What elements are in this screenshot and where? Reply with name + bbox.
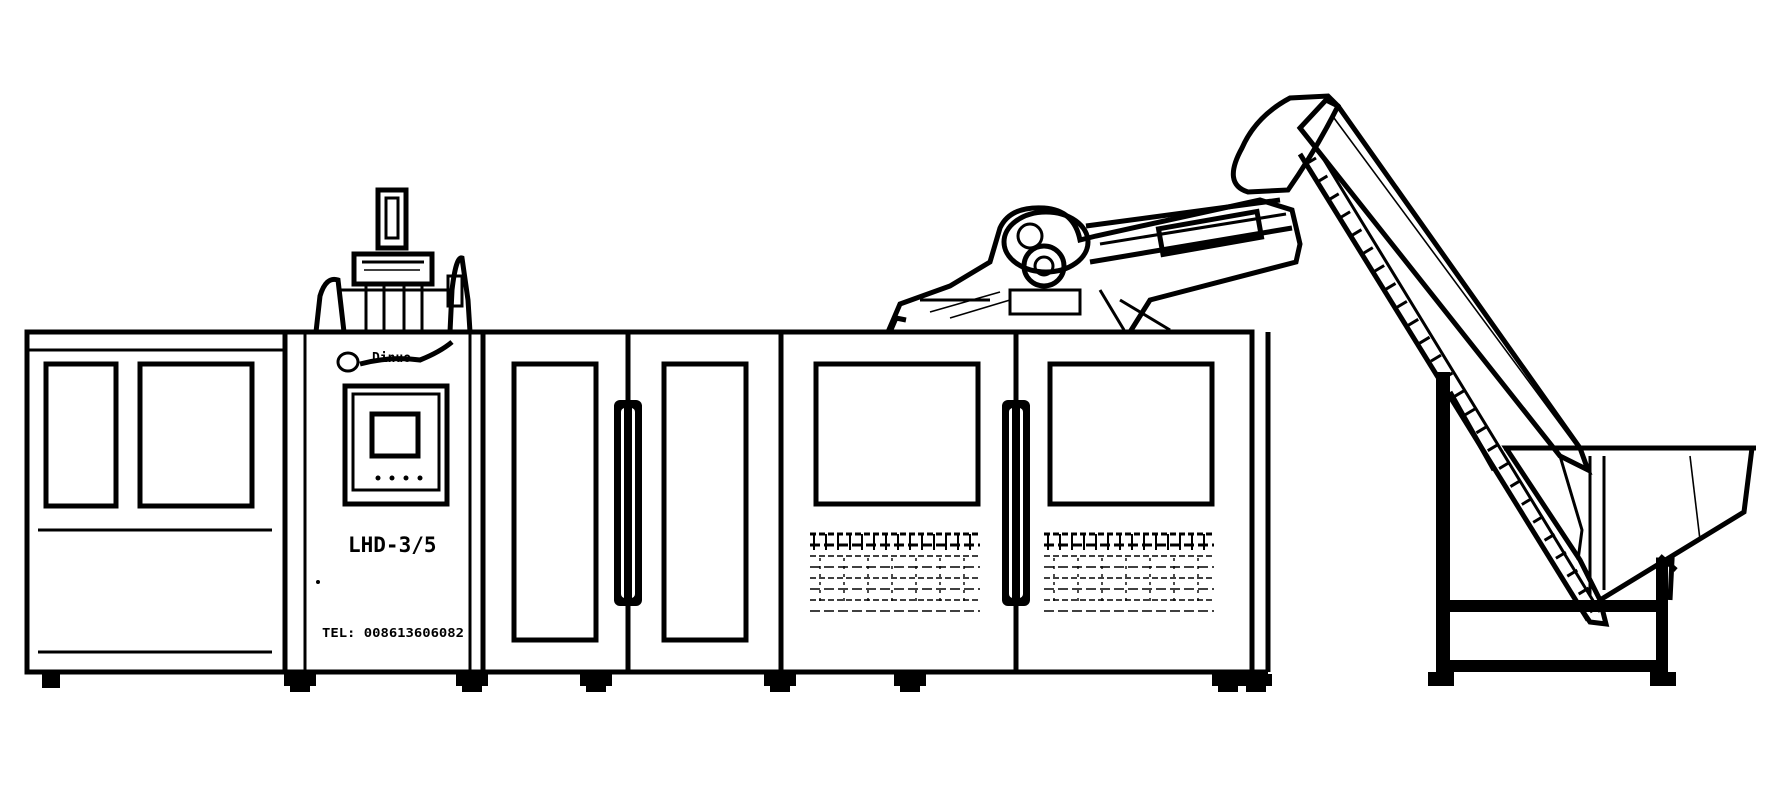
phone-label: TEL: 008613606082 xyxy=(322,626,464,640)
cabinet-window-2 xyxy=(1047,361,1215,507)
conveyor-cleats xyxy=(1305,156,1601,614)
model-label: LHD-3/5 xyxy=(348,533,437,557)
left-cabinet xyxy=(24,329,288,688)
hmi-panel xyxy=(342,383,450,507)
vent-grille-1 xyxy=(810,532,980,612)
cabinet-window-1 xyxy=(813,361,981,507)
vent-grille-2 xyxy=(1044,532,1214,612)
left-cabinet-window-2 xyxy=(137,361,255,509)
logo-text: Dinuo xyxy=(372,351,411,366)
middle-doors xyxy=(480,329,784,675)
transfer-arm xyxy=(884,197,1303,335)
left-cabinet-window-1 xyxy=(43,361,119,509)
foot xyxy=(42,672,60,688)
hopper xyxy=(1501,445,1755,604)
brand-logo: Dinuo xyxy=(336,340,454,373)
control-cabinet: Dinuo LHD-3/5 TEL: 008613606082 xyxy=(282,329,486,675)
elevator-frame xyxy=(1428,372,1678,686)
door-window-1 xyxy=(511,361,599,643)
hmi-screen xyxy=(369,411,421,459)
main-cabinet xyxy=(778,329,1271,675)
preform-loader xyxy=(313,187,473,333)
preform-elevator xyxy=(1230,93,1756,686)
door-window-2 xyxy=(661,361,749,643)
elevator-top-pulley xyxy=(1230,93,1342,195)
machine-feet xyxy=(284,674,1272,692)
